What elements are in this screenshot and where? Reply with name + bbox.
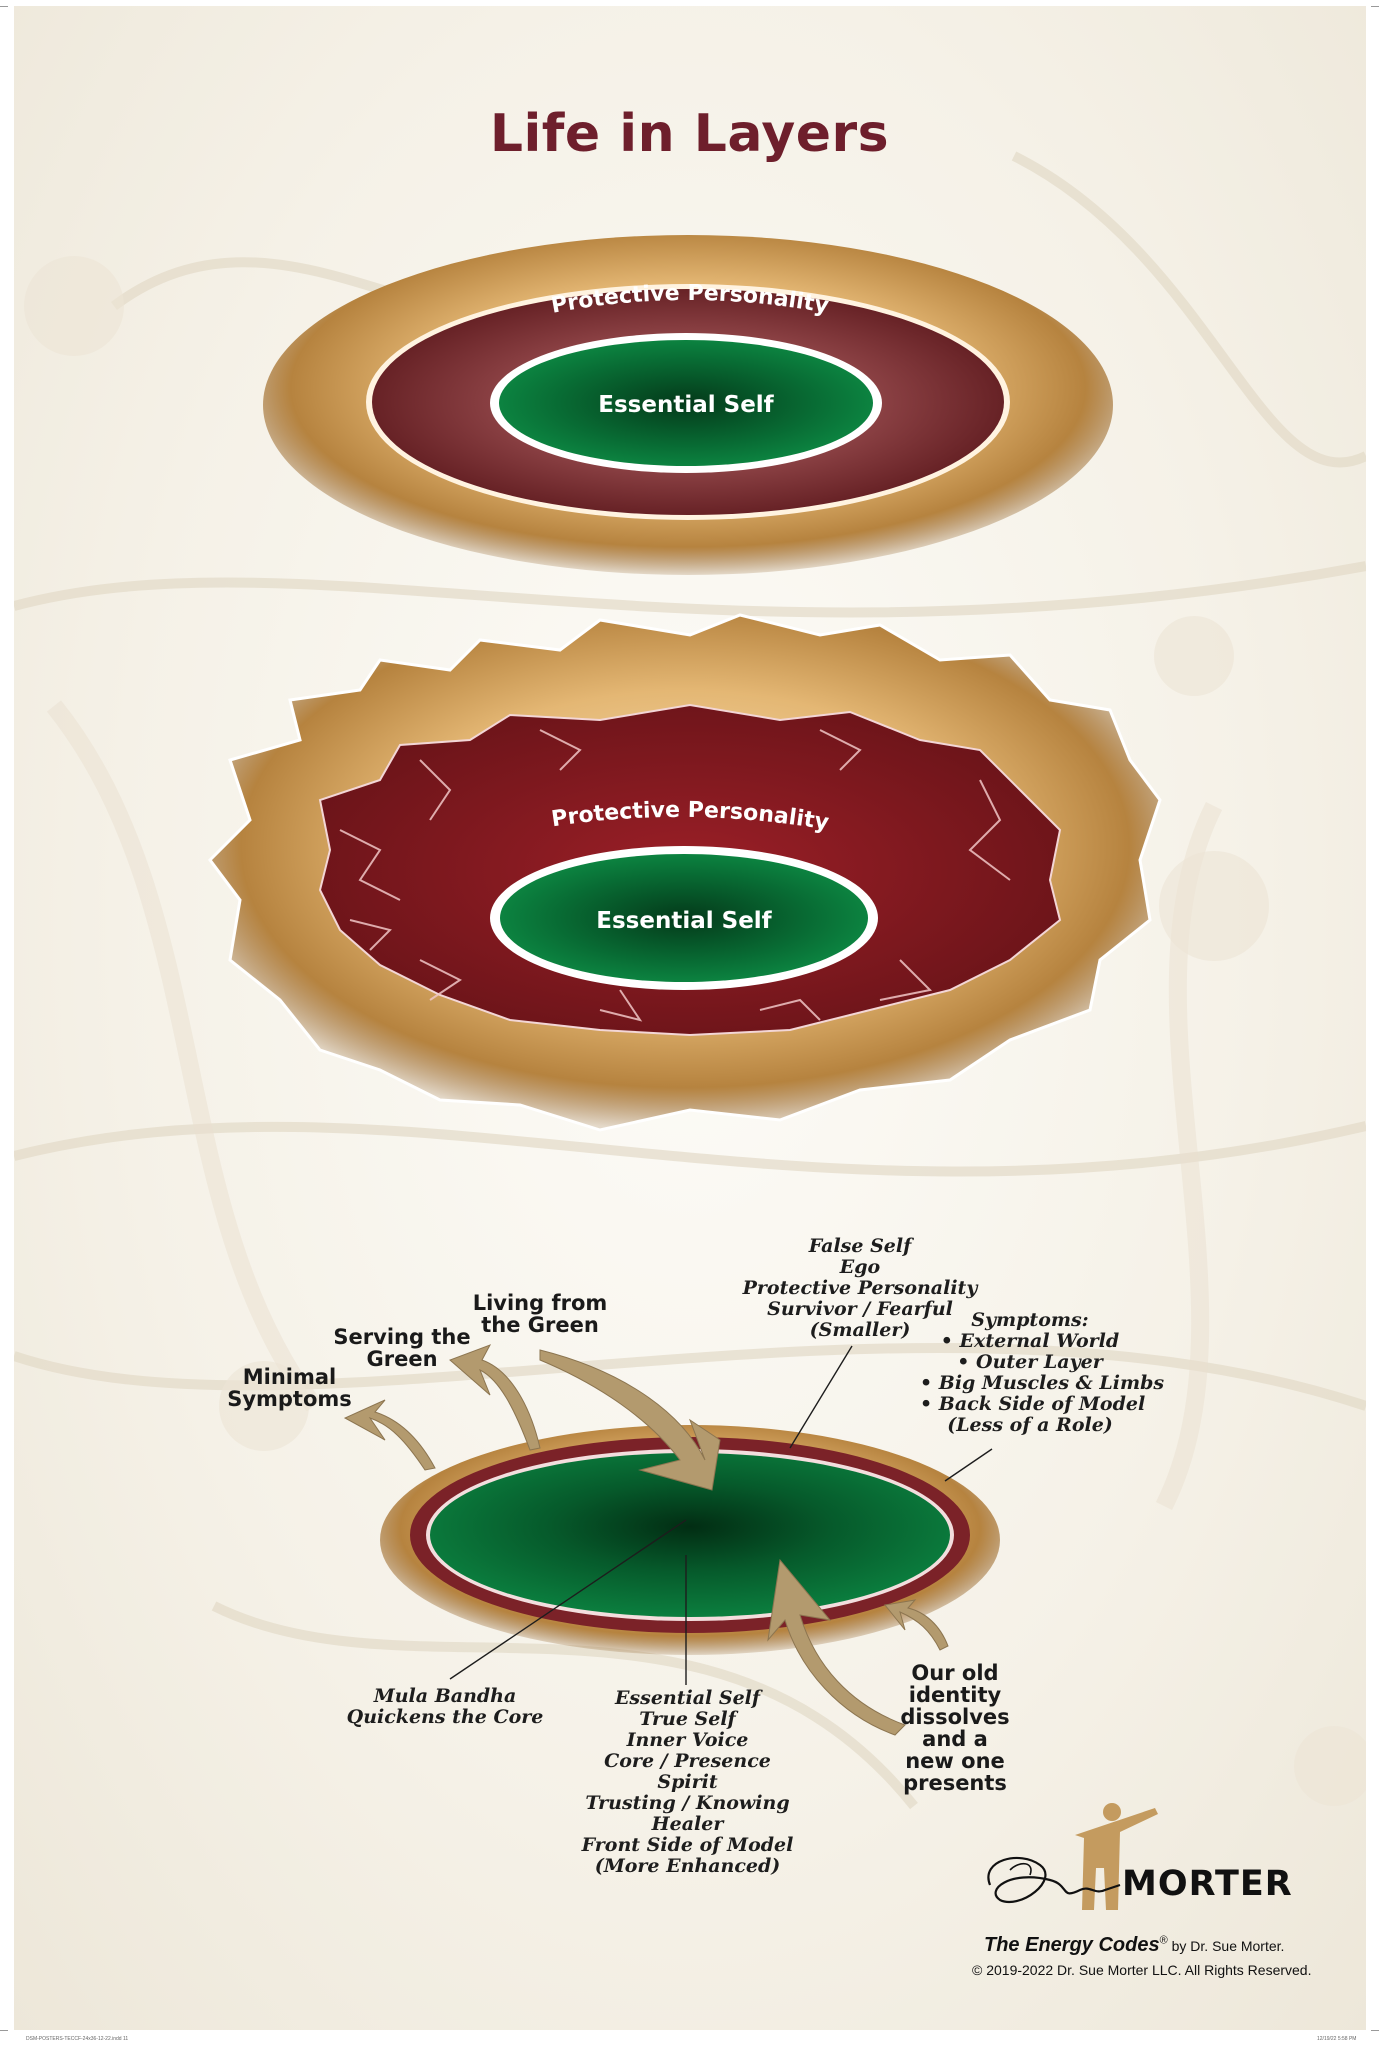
crop-mark bbox=[1371, 6, 1379, 7]
false-self-label: False Self Ego Protective Personality Su… bbox=[742, 1235, 978, 1341]
essential-self-qualities-label: Essential Self True Self Inner Voice Cor… bbox=[581, 1687, 794, 1877]
symptoms-label: Symptoms: • External World • Outer Layer… bbox=[920, 1309, 1165, 1436]
tagline-title: The Energy Codes bbox=[984, 1934, 1160, 1956]
arrow-minimal-symptoms bbox=[343, 1399, 436, 1471]
crop-mark bbox=[0, 6, 8, 7]
signature-logo bbox=[987, 1803, 1158, 1910]
tagline-by: by Dr. Sue Morter. bbox=[1167, 1938, 1285, 1954]
morter-wordmark: MORTER bbox=[1122, 1864, 1293, 1904]
minimal-symptoms-label: Minimal Symptoms bbox=[227, 1365, 352, 1411]
middle-layer-diagram: Protective Personality Essential Self bbox=[208, 613, 1162, 1132]
tagline: The Energy Codes® by Dr. Sue Morter. bbox=[984, 1934, 1284, 1957]
old-identity-label: Our old identity dissolves and a new one… bbox=[900, 1661, 1010, 1795]
copyright: © 2019-2022 Dr. Sue Morter LLC. All Righ… bbox=[972, 1962, 1312, 1978]
middle-essential-self-label: Essential Self bbox=[596, 908, 772, 934]
crop-mark bbox=[1371, 2030, 1379, 2031]
arrow-old-identity-large bbox=[767, 1558, 906, 1736]
arrow-living-from-green bbox=[539, 1349, 721, 1491]
top-essential-self-label: Essential Self bbox=[598, 392, 774, 418]
arrow-old-identity-small bbox=[884, 1599, 949, 1651]
page-title: Life in Layers bbox=[489, 104, 890, 164]
mula-bandha-label: Mula Bandha Quickens the Core bbox=[346, 1685, 544, 1728]
footer-file-info: DSM-POSTERS-TECCF-24x36-12-22.indd 11 bbox=[26, 2036, 129, 2042]
arrow-serving-the-green bbox=[449, 1344, 541, 1451]
top-layer-diagram: Protective Personality Essential Self bbox=[263, 235, 1113, 575]
tagline-registered: ® bbox=[1159, 1934, 1168, 1947]
leader-lines bbox=[449, 1345, 993, 1685]
background-molecule-art bbox=[14, 151, 1366, 1810]
crop-mark bbox=[0, 2030, 8, 2031]
serving-the-green-label: Serving the Green bbox=[333, 1325, 471, 1371]
living-from-green-label: Living from the Green bbox=[472, 1291, 608, 1337]
footer-timestamp: 12/19/22 5:58 PM bbox=[1317, 2036, 1357, 2042]
arrows bbox=[343, 1344, 949, 1736]
bottom-layer-diagram bbox=[380, 1425, 1000, 1655]
